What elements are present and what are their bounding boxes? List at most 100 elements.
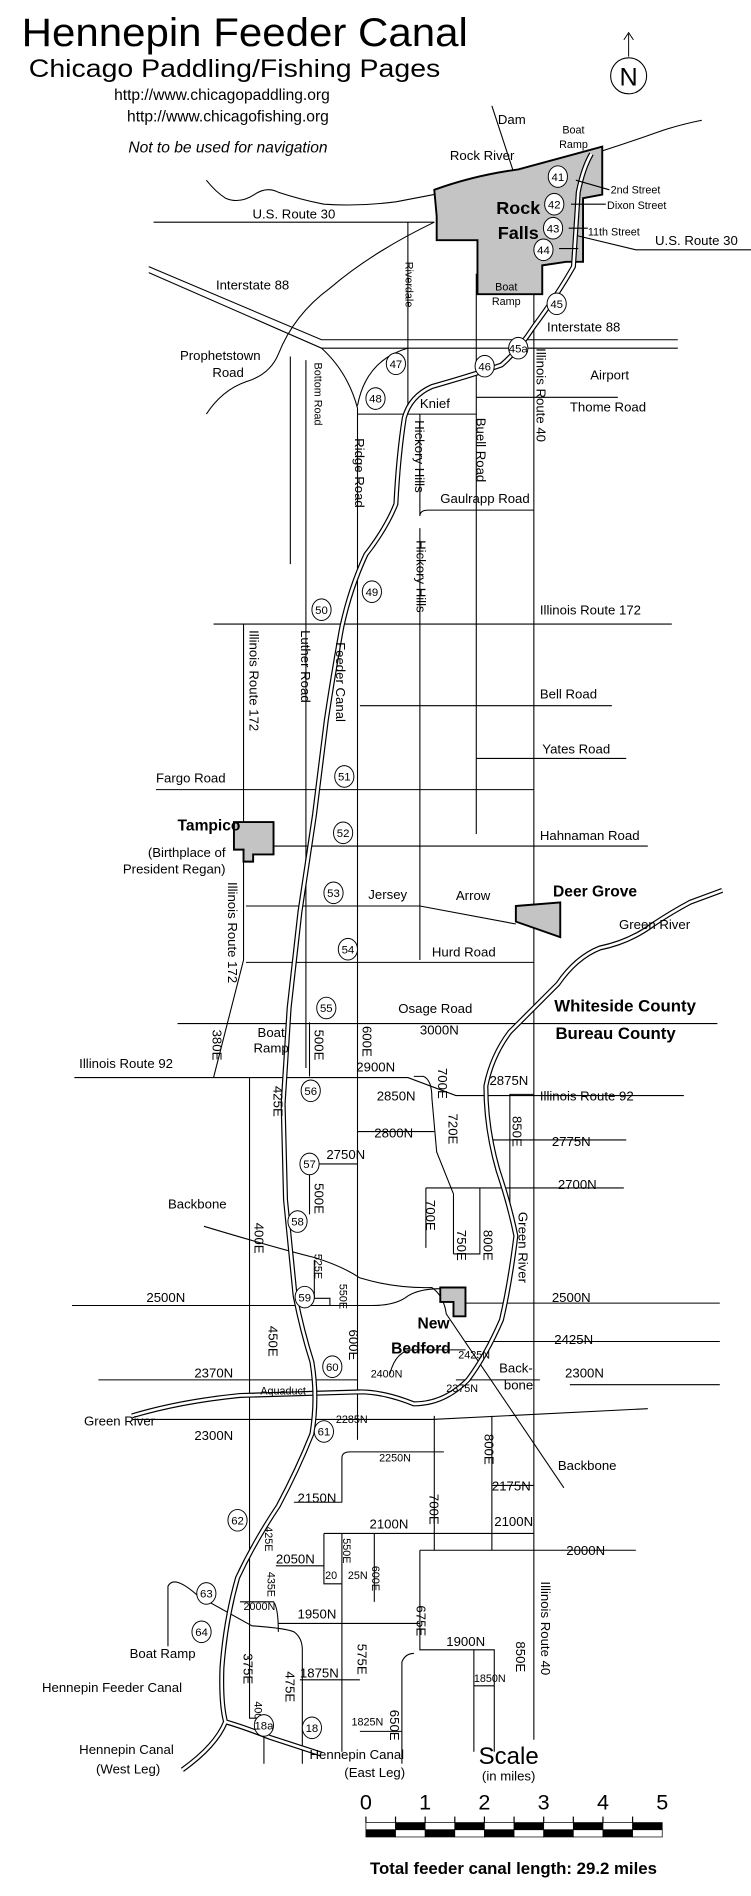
map-subtitle: Chicago Paddling/Fishing Pages: [29, 55, 440, 83]
map-label-dixon-street: Dixon Street: [607, 200, 666, 212]
map-label-prophetstown-a: Prophetstown: [180, 348, 261, 363]
north-label: N: [620, 63, 638, 91]
new-bedford-area: [439, 1286, 467, 1318]
scale-segment: [424, 1822, 456, 1831]
map-label-e400-1: 400E: [251, 1223, 266, 1254]
map-label-n2000-w: 2000N: [244, 1601, 276, 1613]
map-label-feeder-canal: Feeder Canal: [333, 642, 348, 722]
map-label-il172-h: Illinois Route 172: [540, 602, 641, 617]
green-river-inner: [131, 889, 723, 1418]
map-label-n2285: 2285N: [336, 1414, 368, 1426]
map-label-e700-3: 700E: [426, 1494, 441, 1525]
mile-marker: 59: [294, 1285, 315, 1309]
mile-marker-label: 52: [337, 828, 350, 840]
map-label-birthplace-a: (Birthplace of: [148, 845, 226, 860]
mile-marker-circle: [385, 352, 406, 376]
map-label-backbone-1: Backbone: [168, 1196, 227, 1211]
map-label-boat-ramp-4: Boat Ramp: [130, 1646, 196, 1661]
mile-marker: 64: [191, 1620, 212, 1644]
mile-marker: 61: [313, 1420, 334, 1443]
mile-marker: 53: [323, 881, 344, 905]
mile-marker-label: 54: [342, 944, 355, 956]
map-label-deer-grove: Deer Grove: [553, 883, 637, 900]
map-label-e750: 750E: [454, 1230, 469, 1261]
map-label-boat-ramp-3b: Ramp: [254, 1040, 289, 1055]
map-label-hc-east-a: Hennepin Canal: [310, 1747, 405, 1762]
map-label-gaulrapp-road: Gaulrapp Road: [440, 491, 529, 506]
map-label-n2300-w: 2300N: [194, 1428, 233, 1443]
map-label-ridge-road: Ridge Road: [352, 438, 367, 508]
scale-segment: [395, 1822, 426, 1831]
scale-segment: [602, 1829, 633, 1838]
map-label-i88-w: Interstate 88: [216, 277, 289, 292]
map-label-n20: 20: [325, 1570, 337, 1582]
green-river: [131, 888, 724, 1419]
map-label-n2000-e: 2000N: [566, 1543, 605, 1558]
tampico-area: [232, 821, 275, 863]
map-label-bureau: Bureau County: [555, 1024, 676, 1043]
mile-marker-circle: [313, 1420, 334, 1443]
map-label-e600-3: 600E: [369, 1566, 381, 1591]
map-label-e525: 525E: [311, 1254, 323, 1279]
mile-marker: 56: [300, 1079, 321, 1103]
map-label-n2375: 2375N: [446, 1383, 478, 1395]
map-label-n2175: 2175N: [492, 1478, 531, 1493]
map-label-e700-2: 700E: [423, 1200, 438, 1231]
map-label-e450: 450E: [266, 1326, 281, 1357]
url-paddling: http://www.chicagopaddling.org: [114, 87, 330, 104]
scale-tick-label: 1: [419, 1789, 431, 1814]
mile-marker-label: 47: [390, 359, 403, 371]
map-label-il92-e: Illinois Route 92: [540, 1088, 634, 1103]
map-label-osage-road: Osage Road: [398, 1001, 472, 1016]
map-label-luther-road: Luther Road: [298, 630, 313, 703]
mile-marker: 55: [316, 996, 337, 1020]
scale-segment: [543, 1822, 574, 1831]
scale-segment: [484, 1822, 515, 1831]
map-label-riverdale: Riverdale: [402, 262, 414, 308]
map-label-hickory-hills-1: Hickory Hills: [412, 420, 427, 493]
map-label-e720: 720E: [446, 1114, 461, 1145]
mile-marker: 45: [546, 292, 567, 316]
map-label-n2750: 2750N: [326, 1147, 365, 1162]
mile-marker-circle: [547, 165, 568, 188]
map-label-bone: bone: [504, 1377, 533, 1392]
map-label-us30-w: U.S. Route 30: [252, 207, 335, 222]
mile-marker: 18a: [253, 1714, 274, 1737]
mile-marker-circle: [365, 387, 386, 410]
scale-segment: [543, 1829, 574, 1838]
scale-segment: [454, 1829, 485, 1838]
mile-marker-circle: [361, 580, 382, 603]
map-label-e425-1: 425E: [271, 1086, 286, 1117]
rock-river: [205, 119, 702, 206]
map-label-n2850: 2850N: [377, 1088, 416, 1103]
map-label-n2100-e: 2100N: [494, 1514, 533, 1529]
map-label-jersey: Jersey: [368, 887, 407, 902]
mile-marker-circle: [322, 1355, 343, 1378]
map-label-new: New: [417, 1315, 450, 1332]
map-label-whiteside: Whiteside County: [554, 997, 696, 1016]
map-label-e575: 575E: [355, 1644, 370, 1675]
map-label-n2250: 2250N: [379, 1452, 411, 1464]
scale-tick-label: 4: [597, 1789, 609, 1814]
map-label-e800-1: 800E: [480, 1230, 495, 1261]
scale-units: (in miles): [482, 1769, 535, 1784]
map-label-n2425-e: 2425N: [554, 1332, 593, 1347]
mile-marker-label: 49: [366, 587, 379, 599]
url-fishing: http://www.chicagofishing.org: [127, 108, 329, 125]
map-label-n2775: 2775N: [552, 1134, 591, 1149]
mile-marker-label: 62: [231, 1515, 244, 1527]
mile-marker-circle: [191, 1620, 212, 1644]
map-label-thome-road: Thome Road: [570, 400, 646, 415]
map-label-back: Back-: [499, 1361, 533, 1376]
map-label-e850-1: 850E: [509, 1116, 524, 1147]
mile-marker: 44: [533, 238, 554, 262]
map-label-n25: 25N: [348, 1570, 368, 1582]
map-label-n2500-w: 2500N: [146, 1290, 185, 1305]
mile-marker-circle: [196, 1582, 217, 1605]
scale-segment: [365, 1829, 396, 1838]
map-label-e375: 375E: [241, 1653, 256, 1684]
mile-marker: 41: [547, 165, 568, 188]
map-label-rock: Rock: [496, 198, 541, 218]
mile-marker-label: 61: [318, 1427, 331, 1439]
mile-marker-label: 63: [200, 1589, 213, 1601]
